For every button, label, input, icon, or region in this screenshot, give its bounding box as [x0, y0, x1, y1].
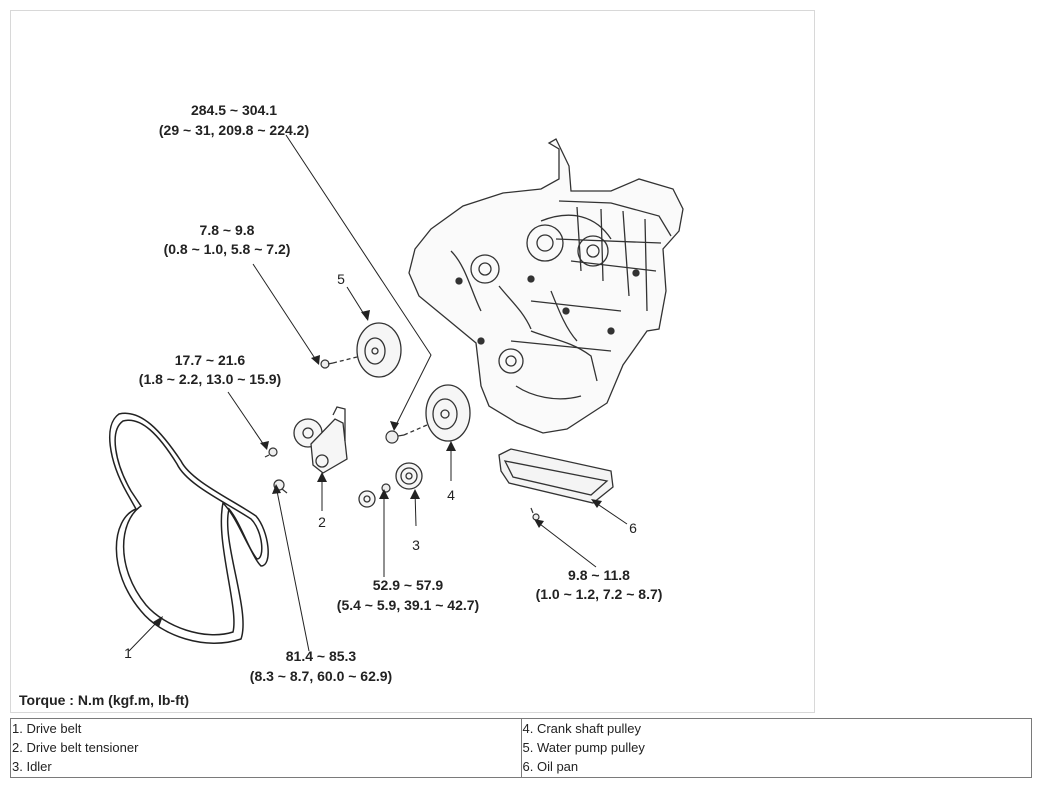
torque-label-water-pump-bolt-line1: 7.8 ~ 9.8: [200, 222, 255, 238]
legend-item-oil-pan: 6. Oil pan: [522, 759, 579, 774]
legend-item-crank-shaft-pulley: 4. Crank shaft pulley: [522, 721, 642, 736]
callout-3: 3: [412, 537, 420, 553]
legend-column-left: 1. Drive belt 2. Drive belt tensioner 3.…: [11, 719, 521, 777]
torque-label-oil-pan-bolt-line2: (1.0 ~ 1.2, 7.2 ~ 8.7): [536, 586, 663, 602]
torque-label-idler-bolt-line1: 52.9 ~ 57.9: [373, 577, 444, 593]
torque-unit-note: Torque : N.m (kgf.m, lb-ft): [19, 692, 189, 708]
torque-label-tensioner-bolt-large-line1: 81.4 ~ 85.3: [286, 648, 357, 664]
parts-legend-table: 1. Drive belt 2. Drive belt tensioner 3.…: [10, 718, 1032, 778]
torque-label-tensioner-bolt-large-line2: (8.3 ~ 8.7, 60.0 ~ 62.9): [250, 668, 392, 684]
torque-label-crank-bolt-line2: (29 ~ 31, 209.8 ~ 224.2): [159, 122, 309, 138]
torque-label-oil-pan-bolt-line1: 9.8 ~ 11.8: [568, 567, 630, 583]
torque-label-tensioner-bolt-small-line1: 17.7 ~ 21.6: [175, 352, 246, 368]
torque-label-crank-bolt-line1: 284.5 ~ 304.1: [191, 102, 277, 118]
callout-4: 4: [447, 487, 455, 503]
legend-item-water-pump-pulley: 5. Water pump pulley: [522, 740, 645, 755]
legend-item-drive-belt-tensioner: 2. Drive belt tensioner: [12, 740, 139, 755]
idler: [358, 462, 423, 508]
torque-label-tensioner-bolt-small-line2: (1.8 ~ 2.2, 13.0 ~ 15.9): [139, 371, 281, 387]
legend-column-right: 4. Crank shaft pulley 5. Water pump pull…: [520, 719, 1032, 777]
callout-5: 5: [337, 271, 345, 287]
drive-belt: [108, 412, 269, 644]
legend-item-idler: 3. Idler: [12, 759, 52, 774]
bolts: [264, 359, 540, 521]
exploded-diagram: 284.5 ~ 304.1 (29 ~ 31, 209.8 ~ 224.2) 7…: [10, 10, 815, 713]
callout-2: 2: [318, 514, 326, 530]
torque-label-water-pump-bolt-line2: (0.8 ~ 1.0, 5.8 ~ 7.2): [164, 241, 291, 257]
callout-1: 1: [124, 645, 132, 661]
arrowheads: [153, 310, 602, 627]
water-pump-pulley: [332, 322, 402, 378]
torque-label-idler-bolt-line2: (5.4 ~ 5.9, 39.1 ~ 42.7): [337, 597, 479, 613]
legend-item-drive-belt: 1. Drive belt: [12, 721, 82, 736]
drive-belt-tensioner: [293, 406, 348, 474]
callout-6: 6: [629, 520, 637, 536]
diagram-canvas: 284.5 ~ 304.1 (29 ~ 31, 209.8 ~ 224.2) 7…: [19, 102, 684, 708]
crank-shaft-pulley: [403, 384, 471, 442]
oil-pan: [498, 448, 614, 504]
engine-block: [408, 138, 684, 434]
